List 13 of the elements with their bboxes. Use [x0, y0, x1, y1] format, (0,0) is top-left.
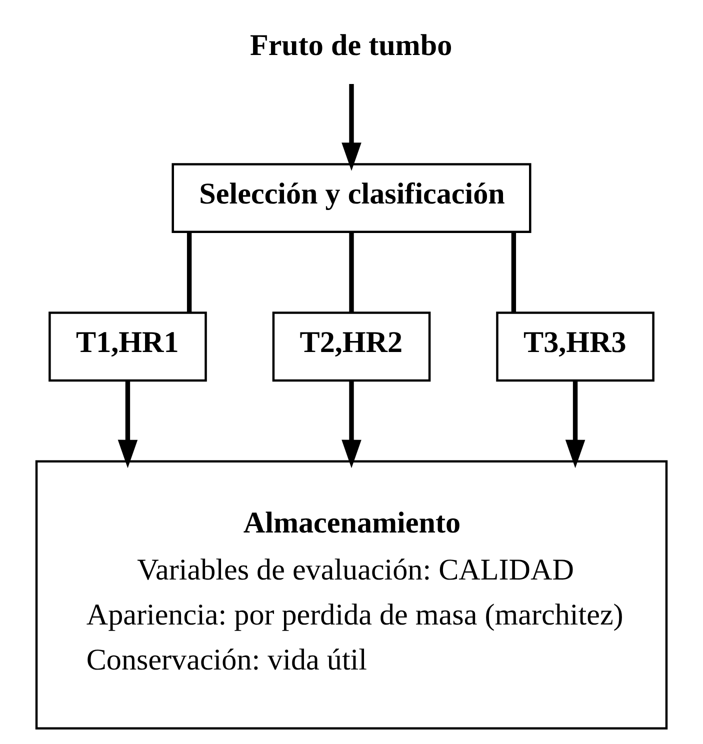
node-box: T2,HR2 [272, 312, 431, 382]
arrow [342, 84, 362, 171]
connector [186, 232, 192, 312]
node-box: Almacenamiento Variables de evaluación: CALIDAD Apariencia: por perdida de masa (marchitez) Conservación: vida útil [35, 460, 668, 730]
connector [511, 232, 516, 312]
node-box: T3,HR3 [496, 312, 654, 382]
arrow [565, 380, 586, 468]
node-box: Selección y clasificación [172, 163, 532, 234]
arrow [118, 380, 138, 468]
node-box: T1,HR1 [48, 312, 207, 382]
arrow [342, 380, 362, 468]
connector [349, 232, 354, 312]
node-text: Fruto de tumbo [250, 28, 452, 62]
